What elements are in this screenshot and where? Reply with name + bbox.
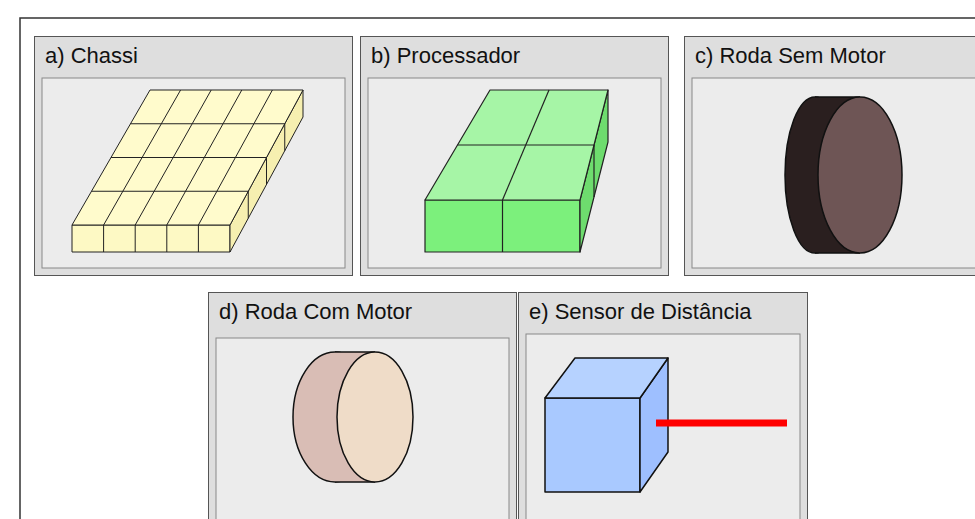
part-panel: b) Processador bbox=[360, 36, 669, 276]
wheel-with-motor bbox=[293, 352, 413, 482]
part-panel: c) Roda Sem Motor bbox=[684, 36, 975, 276]
panel-title: c) Roda Sem Motor bbox=[685, 37, 886, 69]
panel-grounds bbox=[34, 36, 975, 519]
panel-title: a) Chassi bbox=[35, 37, 138, 69]
wheel-without-motor bbox=[785, 97, 902, 253]
processor-figure bbox=[425, 90, 608, 252]
part-panel: e) Sensor de Distância bbox=[518, 292, 808, 519]
distance-sensor bbox=[545, 358, 787, 492]
panel-title: d) Roda Com Motor bbox=[209, 293, 412, 325]
panel-title: e) Sensor de Distância bbox=[519, 293, 752, 325]
panel-title: b) Processador bbox=[361, 37, 520, 69]
part-panel: d) Roda Com Motor bbox=[208, 292, 517, 519]
part-panel: a) Chassi bbox=[34, 36, 353, 276]
chassis-figure bbox=[72, 90, 303, 252]
